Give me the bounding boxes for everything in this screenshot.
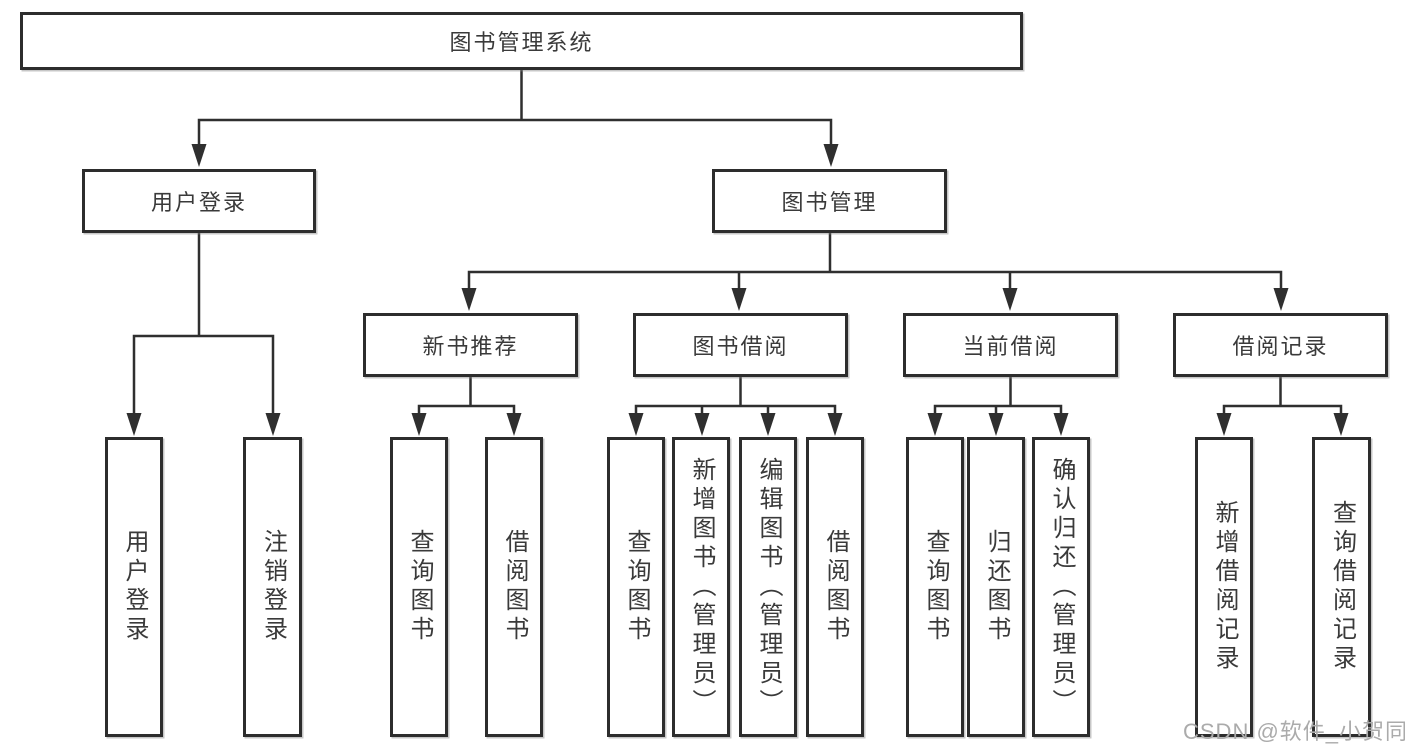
node-label: 当前借阅	[962, 334, 1059, 359]
leaf-label: 查询图书	[922, 529, 949, 645]
connector-user-login-branch	[132, 231, 275, 417]
leaf-borrow-books-borrowing: 借阅图书	[806, 437, 864, 737]
watermark: CSDN @软件_小贺同学	[1183, 719, 1405, 744]
leaf-query-books-recommend: 查询图书	[390, 437, 448, 737]
connector-borrowing-records-splitter	[1222, 374, 1343, 417]
leaf-query-books-borrowing: 查询图书	[607, 437, 665, 737]
leaf-add-book-admin: 新增图书（管理员）	[672, 437, 730, 737]
node-label: 图书借阅	[692, 334, 789, 359]
node-library-management-system: 图书管理系统	[20, 12, 1023, 70]
leaf-label: 注销登录	[259, 529, 287, 645]
node-label: 新书推荐	[422, 334, 519, 359]
node-current-borrowing: 当前借阅	[903, 313, 1118, 377]
leaf-label: 归还图书	[983, 529, 1010, 645]
leaf-user-login: 用户登录	[105, 437, 163, 737]
node-book-borrowing: 图书借阅	[633, 313, 848, 377]
connector-current-borrowing-splitter	[933, 374, 1063, 417]
connector-root-to-level2	[197, 67, 833, 148]
leaf-label: 查询借阅记录	[1328, 500, 1356, 674]
leaf-query-books-current: 查询图书	[906, 437, 964, 737]
leaf-label: 新增借阅记录	[1211, 500, 1238, 674]
leaf-label: 用户登录	[121, 529, 148, 645]
arrowheads	[126, 144, 1349, 436]
node-new-book-recommendation: 新书推荐	[363, 313, 578, 377]
leaf-add-borrow-record: 新增借阅记录	[1195, 437, 1253, 737]
node-user-login: 用户登录	[82, 169, 316, 233]
leaf-return-books: 归还图书	[967, 437, 1025, 737]
leaf-borrow-books-recommend: 借阅图书	[485, 437, 543, 737]
node-label: 图书管理系统	[449, 30, 594, 55]
leaf-query-borrow-record: 查询借阅记录	[1312, 437, 1371, 737]
leaf-label: 确认归还（管理员）	[1048, 456, 1075, 718]
leaf-label: 新增图书（管理员）	[688, 456, 715, 718]
leaf-label: 查询图书	[623, 529, 650, 645]
node-borrowing-records: 借阅记录	[1173, 313, 1388, 377]
leaf-confirm-return-admin: 确认归还（管理员）	[1032, 437, 1090, 737]
leaf-edit-book-admin: 编辑图书（管理员）	[739, 437, 797, 737]
node-label: 借阅记录	[1232, 334, 1329, 359]
node-book-management: 图书管理	[712, 169, 947, 233]
leaf-label: 借阅图书	[822, 529, 849, 645]
node-label: 图书管理	[781, 190, 878, 215]
leaf-logout: 注销登录	[243, 437, 302, 737]
leaf-label: 查询图书	[406, 529, 433, 645]
connector-book-borrowing-splitter	[634, 374, 837, 417]
connector-new-book-splitter	[417, 374, 516, 417]
leaf-label: 编辑图书（管理员）	[755, 456, 782, 718]
leaf-label: 借阅图书	[501, 529, 528, 645]
node-label: 用户登录	[150, 190, 247, 215]
connector-book-management-branch	[467, 231, 1283, 292]
